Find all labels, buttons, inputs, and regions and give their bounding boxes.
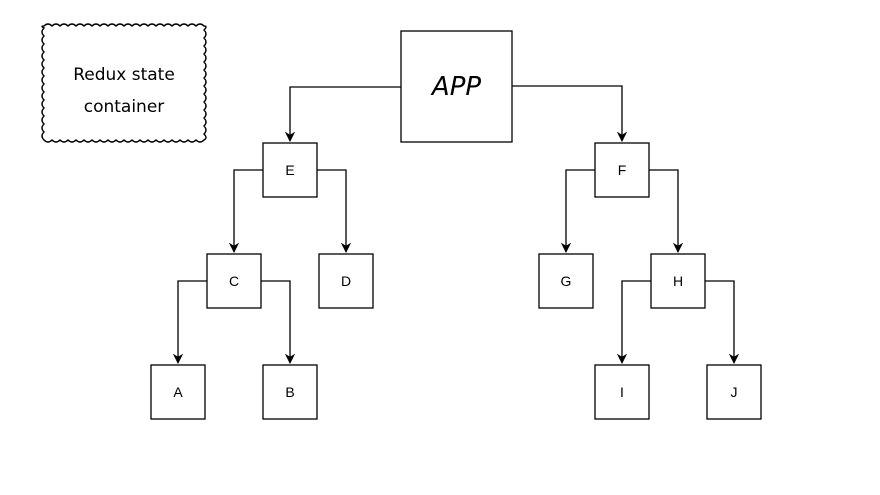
edge-h-to-i	[616, 280, 651, 365]
node-h: H	[650, 253, 706, 309]
node-h-label: H	[673, 273, 683, 289]
node-d: D	[318, 253, 374, 309]
edge-c-to-a	[172, 280, 207, 365]
node-d-label: D	[341, 273, 351, 289]
tree-edges	[172, 85, 740, 365]
node-e: E	[262, 142, 318, 198]
note-label-line-2: container	[84, 97, 165, 117]
edge-app-to-f	[512, 85, 628, 143]
node-h-box	[650, 253, 706, 309]
edge-f-to-g	[560, 169, 595, 254]
node-g-box	[538, 253, 594, 309]
node-f-label: F	[618, 162, 627, 178]
node-j-box	[706, 364, 762, 420]
note-wavy-border	[41, 23, 207, 143]
node-g: G	[538, 253, 594, 309]
node-b-box	[262, 364, 318, 420]
node-e-box	[262, 142, 318, 198]
edge-e-to-d	[317, 169, 352, 254]
edge-app-to-e	[284, 86, 401, 143]
node-i-label: I	[620, 384, 624, 400]
node-f-box	[594, 142, 650, 198]
node-app: APP	[400, 30, 513, 143]
node-i-box	[594, 364, 650, 420]
node-a-label: A	[173, 384, 183, 400]
note-label-line-1: Redux state	[73, 65, 175, 85]
node-e-label: E	[285, 162, 294, 178]
node-app-box	[400, 30, 513, 143]
node-c-box	[206, 253, 262, 309]
node-i: I	[594, 364, 650, 420]
node-a-box	[150, 364, 206, 420]
node-j: J	[706, 364, 762, 420]
node-a: A	[150, 364, 206, 420]
edge-f-to-h	[649, 169, 684, 254]
node-j-label: J	[731, 384, 738, 400]
redux-state-container-note: Redux state container	[41, 23, 207, 143]
node-app-label: APP	[430, 72, 481, 102]
node-g-label: G	[561, 273, 572, 289]
edge-e-to-c	[228, 169, 263, 254]
node-c: C	[206, 253, 262, 309]
node-b: B	[262, 364, 318, 420]
node-c-label: C	[229, 273, 239, 289]
node-f: F	[594, 142, 650, 198]
node-b-label: B	[285, 384, 294, 400]
node-d-box	[318, 253, 374, 309]
edge-h-to-j	[705, 280, 740, 365]
edge-c-to-b	[261, 280, 296, 365]
